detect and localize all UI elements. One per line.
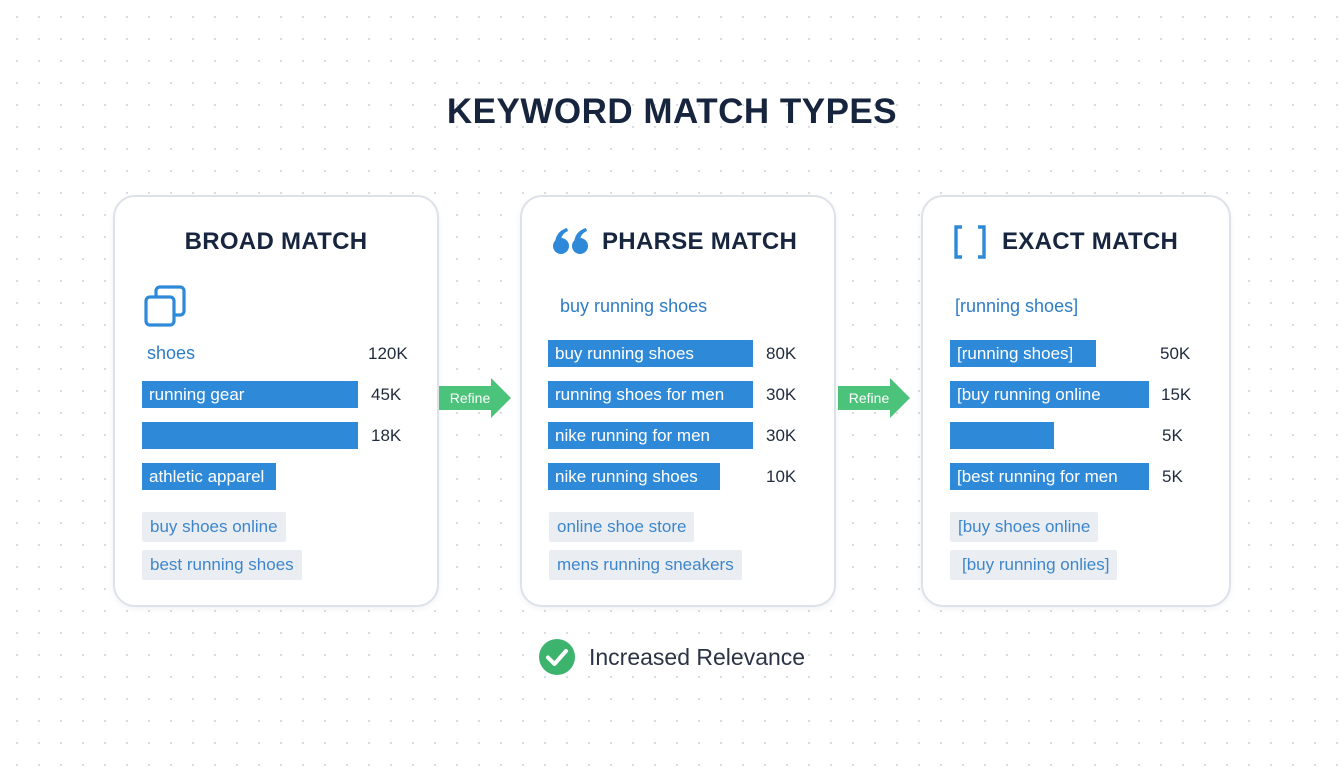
brackets-icon xyxy=(952,225,988,259)
footer-text: Increased Relevance xyxy=(589,643,806,670)
check-circle-icon xyxy=(538,638,576,676)
exact-keyword-1: [running shoes] xyxy=(950,340,1096,367)
phrase-volume-1: 80K xyxy=(766,344,797,363)
broad-chip-2: best running shoes xyxy=(142,550,302,580)
phrase-chip-2: mens running sneakers xyxy=(549,550,742,580)
broad-keyword-3 xyxy=(142,422,358,449)
phrase-volume-3: 30K xyxy=(766,426,797,445)
exact-volume-4: 5K xyxy=(1162,467,1183,486)
diagram-title: KEYWORD MATCH TYPES xyxy=(446,92,898,131)
exact-chip-2: [buy running onlies] xyxy=(950,550,1118,580)
broad-keyword-2: running gear xyxy=(142,381,358,408)
exact-match-title: EXACT MATCH xyxy=(1002,228,1179,255)
phrase-volume-4: 10K xyxy=(766,467,797,486)
broad-volume-3: 18K xyxy=(371,426,402,445)
copy-squares-icon xyxy=(143,285,189,329)
exact-volume-1: 50K xyxy=(1160,344,1191,363)
exact-keyword-3 xyxy=(950,422,1054,449)
exact-chip-1: [buy shoes online xyxy=(950,512,1099,542)
exact-volume-2: 15K xyxy=(1161,385,1192,404)
phrase-keyword-1: buy running shoes xyxy=(548,340,753,367)
broad-keyword-1: shoes xyxy=(147,343,196,363)
refine-arrow-1: Refine xyxy=(439,378,513,418)
phrase-match-header: PHARSE MATCH xyxy=(552,226,822,258)
broad-keyword-4: athletic apparel xyxy=(142,463,276,490)
broad-match-header: BROAD MATCH xyxy=(113,226,439,258)
refine-label-2: Refine xyxy=(848,390,890,406)
exact-volume-3: 5K xyxy=(1162,426,1183,445)
exact-keyword-2: [buy running online xyxy=(950,381,1149,408)
refine-arrow-2: Refine xyxy=(838,378,912,418)
phrase-keyword-2: running shoes for men xyxy=(548,381,753,408)
phrase-match-title: PHARSE MATCH xyxy=(602,228,798,255)
broad-match-title: BROAD MATCH xyxy=(184,228,368,255)
broad-volume-2: 45K xyxy=(371,385,402,404)
exact-subtitle: [running shoes] xyxy=(955,296,1079,316)
exact-match-header: EXACT MATCH xyxy=(952,225,1222,259)
phrase-subtitle: buy running shoes xyxy=(560,296,708,316)
broad-chip-1: buy shoes online xyxy=(142,512,286,542)
footer: Increased Relevance xyxy=(538,638,805,676)
quote-icon xyxy=(552,226,590,258)
exact-keyword-4: [best running for men xyxy=(950,463,1149,490)
broad-volume-1: 120K xyxy=(368,344,408,363)
phrase-keyword-3: nike running for men xyxy=(548,422,753,449)
phrase-chip-1: online shoe store xyxy=(549,512,695,542)
refine-label-1: Refine xyxy=(449,390,491,406)
phrase-keyword-4: nike running shoes xyxy=(548,463,720,490)
phrase-volume-2: 30K xyxy=(766,385,797,404)
